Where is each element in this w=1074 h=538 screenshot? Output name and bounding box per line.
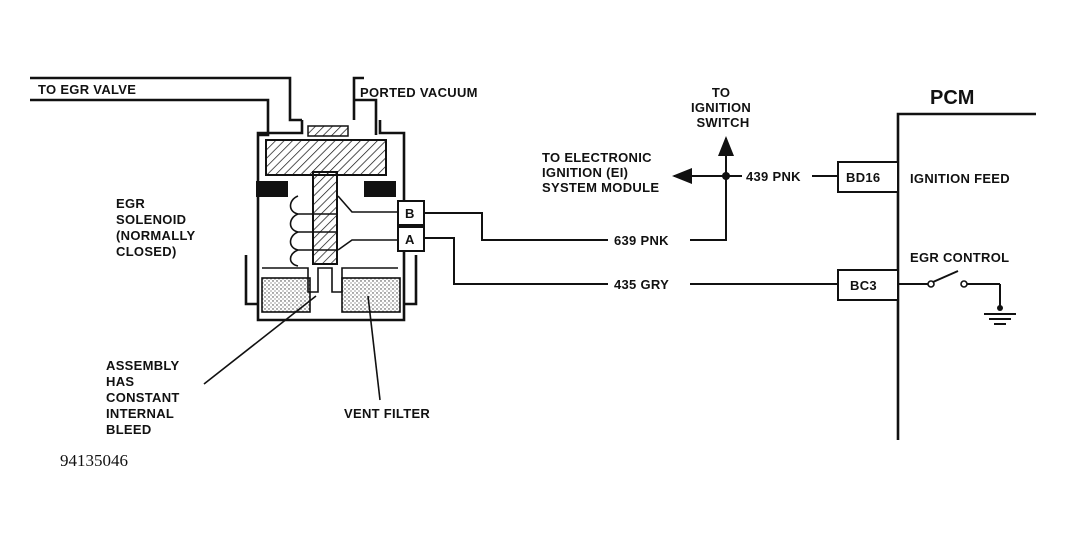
vent-filter-chamber [341,277,401,313]
wire-435-gry [424,237,608,285]
bd16-label: BD16 [846,170,880,185]
figure-number: 94135046 [60,451,128,470]
to-egr-valve-label: TO EGR VALVE [38,82,136,97]
egr-control-switch [898,270,1001,310]
vent-filter-label: VENT FILTER [344,406,430,421]
terminal-a-label: A [405,232,415,247]
wire-435-label: 435 GRY [614,277,669,292]
solenoid-body [256,120,406,322]
ported-vacuum-label: PORTED VACUUM [360,85,478,100]
pcm-module: PCM BD16 IGNITION FEED BC3 EGR CONTROL [837,87,1036,440]
magnet-left [256,181,288,197]
egr-solenoid-label: EGR SOLENOID (NORMALLY CLOSED) [116,196,199,259]
ported-vacuum-line [352,76,364,120]
ground-symbol [984,305,1016,325]
egr-control-label: EGR CONTROL [910,250,1009,265]
to-ignition-switch-label: TO IGNITION SWITCH [691,85,755,130]
wire-639-label: 639 PNK [614,233,669,248]
bc3-label: BC3 [850,278,877,293]
magnet-right [364,181,396,197]
solenoid-coil [289,195,400,267]
assembly-bleed-label: ASSEMBLY HAS CONSTANT INTERNAL BLEED [106,358,184,437]
wire-639-pnk [424,212,608,241]
egr-solenoid-assembly [30,76,418,322]
bleed-callout-line [203,295,317,385]
valve-disc [265,139,387,176]
terminal-b-label: B [405,206,415,221]
top-filter-element [307,125,349,137]
bd16-connector [837,161,899,193]
wire-439-label: 439 PNK [746,169,801,184]
vent-filter-callout-line [367,295,381,401]
plunger [312,171,338,265]
to-ei-module-label: TO ELECTRONIC IGNITION (EI) SYSTEM MODUL… [542,150,659,195]
bc3-connector [837,269,899,301]
terminal-b-box [397,200,425,226]
ignition-feed-label: IGNITION FEED [910,171,1010,186]
egr-valve-vacuum-line [30,76,302,122]
pcm-boundary [896,112,1036,440]
pcm-label: PCM [930,87,974,109]
